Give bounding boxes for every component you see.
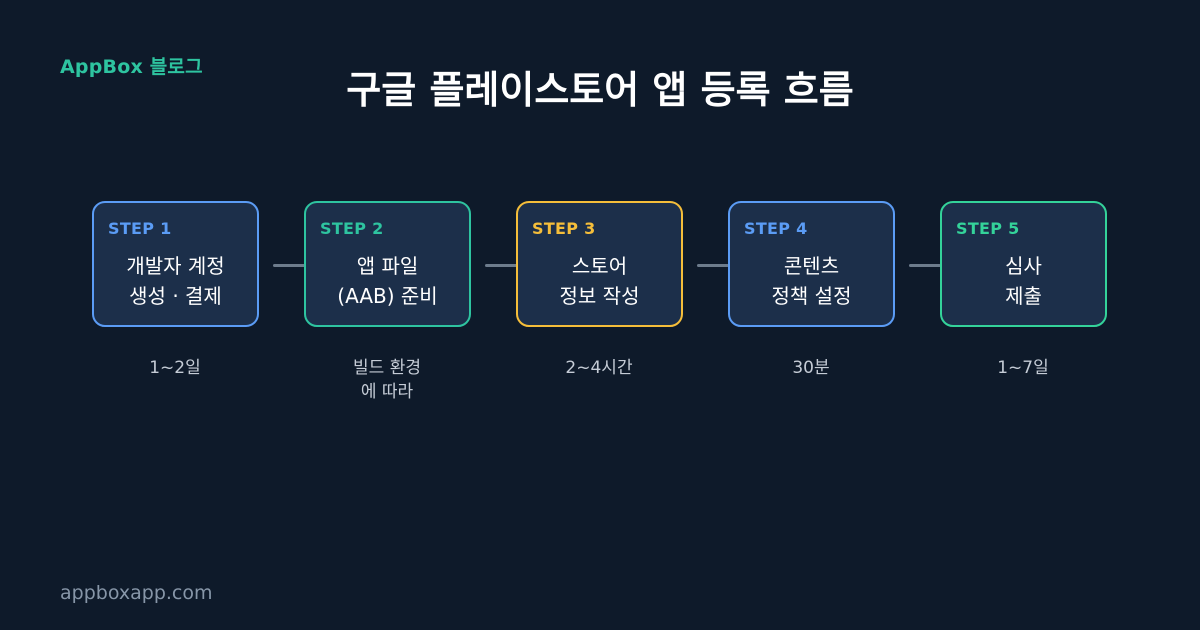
page-title: 구글 플레이스토어 앱 등록 흐름 <box>346 68 854 112</box>
step-4-duration: 30분 <box>792 358 830 378</box>
step-label: STEP 2 <box>320 219 384 238</box>
step-box-2: STEP 2 앱 파일 (AAB) 준비 <box>304 201 471 327</box>
connector-4-5 <box>909 264 941 267</box>
step-text: 스토어 정보 작성 <box>559 254 640 308</box>
step-text: 개발자 계정 생성 · 결제 <box>126 254 225 308</box>
step-3-duration: 2~4시간 <box>565 358 633 378</box>
connector-1-2 <box>273 264 305 267</box>
step-2-duration: 빌드 환경 에 따라 <box>353 358 421 402</box>
step-label: STEP 3 <box>532 219 596 238</box>
step-box-1: STEP 1 개발자 계정 생성 · 결제 <box>92 201 259 327</box>
step-label: STEP 1 <box>108 219 172 238</box>
step-box-3: STEP 3 스토어 정보 작성 <box>516 201 683 327</box>
step-text: 심사 제출 <box>1005 254 1042 308</box>
step-label: STEP 5 <box>956 219 1020 238</box>
step-5-duration: 1~7일 <box>997 358 1049 378</box>
brand-logo-text: AppBox 블로그 <box>60 56 203 78</box>
step-1-duration: 1~2일 <box>149 358 201 378</box>
step-text: 앱 파일 (AAB) 준비 <box>337 254 438 308</box>
connector-3-4 <box>697 264 729 267</box>
step-box-5: STEP 5 심사 제출 <box>940 201 1107 327</box>
connector-2-3 <box>485 264 517 267</box>
step-box-4: STEP 4 콘텐츠 정책 설정 <box>728 201 895 327</box>
step-text: 콘텐츠 정책 설정 <box>771 254 852 308</box>
step-label: STEP 4 <box>744 219 808 238</box>
footer-url: appboxapp.com <box>60 582 213 604</box>
